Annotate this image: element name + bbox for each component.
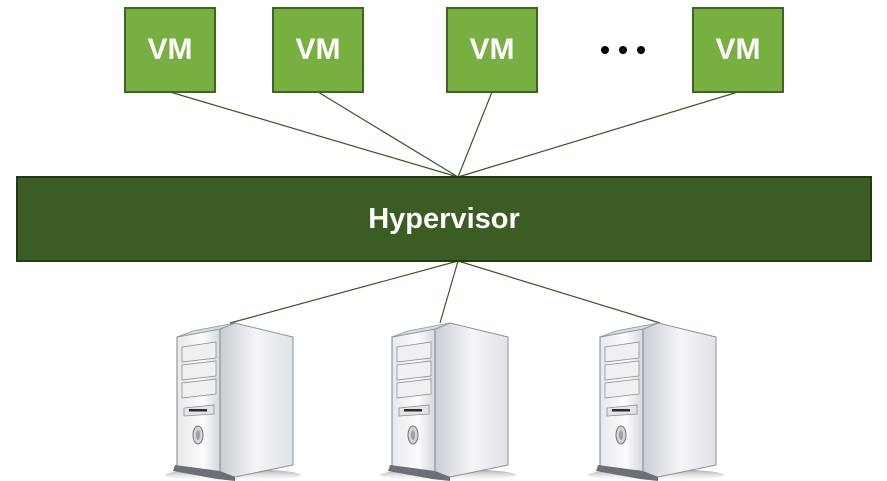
- vm-label: VM: [715, 33, 761, 66]
- hypervisor-label: Hypervisor: [368, 202, 520, 235]
- ellipsis-icon: [590, 20, 656, 80]
- connector-hypervisor-server3: [457, 260, 661, 324]
- hypervisor-bar: Hypervisor: [16, 176, 872, 262]
- connector-hypervisor-server2: [439, 260, 459, 324]
- vm-box-2: VM: [272, 7, 364, 93]
- vm-label: VM: [469, 33, 515, 66]
- connector-hypervisor-server1: [229, 260, 459, 324]
- server-tower-icon: [587, 322, 725, 481]
- server-tower-icon: [164, 322, 302, 481]
- connector-vm4-hypervisor: [457, 91, 739, 178]
- vm-box-1: VM: [124, 7, 216, 93]
- vm-label: VM: [147, 33, 193, 66]
- vm-label: VM: [295, 33, 341, 66]
- connector-vm2-hypervisor: [317, 91, 459, 178]
- vm-box-4: VM: [692, 7, 784, 93]
- vm-box-3: VM: [446, 7, 538, 93]
- connector-vm1-hypervisor: [169, 91, 459, 178]
- server-tower-icon: [379, 322, 517, 481]
- connector-vm3-hypervisor: [457, 91, 493, 178]
